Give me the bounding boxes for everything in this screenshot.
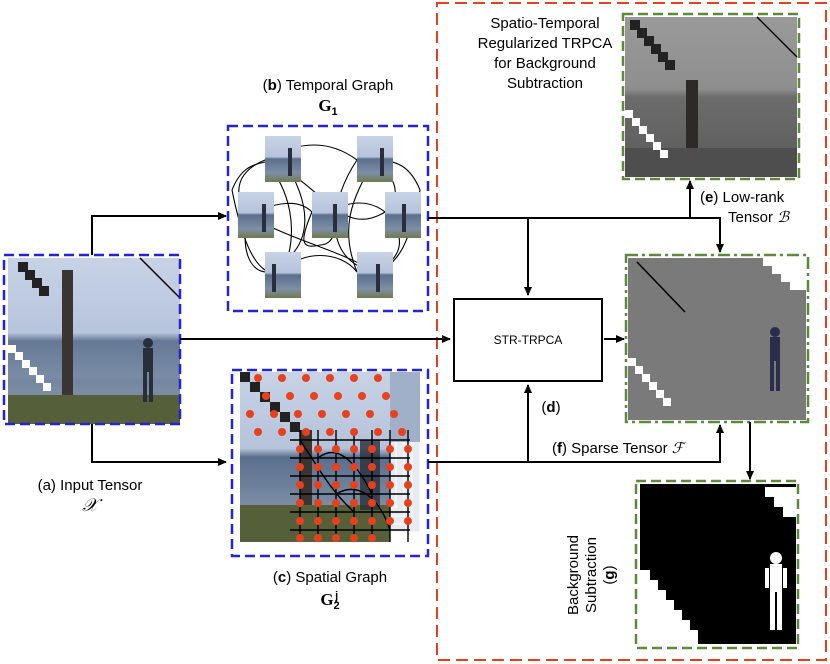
low-rank-tensor-border [621,12,801,181]
low-rank-symbol: Tensor ℬ [728,209,789,226]
input-person [143,338,153,402]
spatial-graph [230,368,430,558]
low-rank-label: (e) Low-rank [700,189,785,206]
low-rank-tensor [621,12,801,181]
step-d-label: (d) [541,399,561,416]
sparse-tensor-border [624,253,810,424]
foreground-mask-border [634,479,800,650]
str-trpca-label: STR-TRPCA [493,333,563,347]
background-subtraction-label: Background Subtraction (g) [565,534,618,616]
foreground-mask-tensor [634,479,800,650]
method-title: Spatio-Temporal Regularized TRPCA for Ba… [477,15,613,92]
sparse-tensor-label: (f) Sparse Tensor ℱ [552,440,684,457]
input-tensor-stack [8,257,181,424]
temporal-graph-frames [238,136,421,298]
flow-arrows [91,180,754,480]
str-trpca-box: STR-TRPCA [453,298,603,382]
temporal-graph-label: (b) Temporal Graph [262,77,394,94]
temporal-graph [226,124,430,313]
sparse-person [770,327,780,391]
temporal-graph-symbol: G1 [318,96,338,118]
mask-person [765,552,787,630]
spatial-graph-label: (c) Spatial Graph [272,569,388,586]
input-tensor-label: (a) Input Tensor [37,477,143,494]
spatial-graph-nodes [246,374,412,542]
sparse-tensor [624,253,810,424]
input-tensor-symbol: 𝒳 [82,495,98,515]
